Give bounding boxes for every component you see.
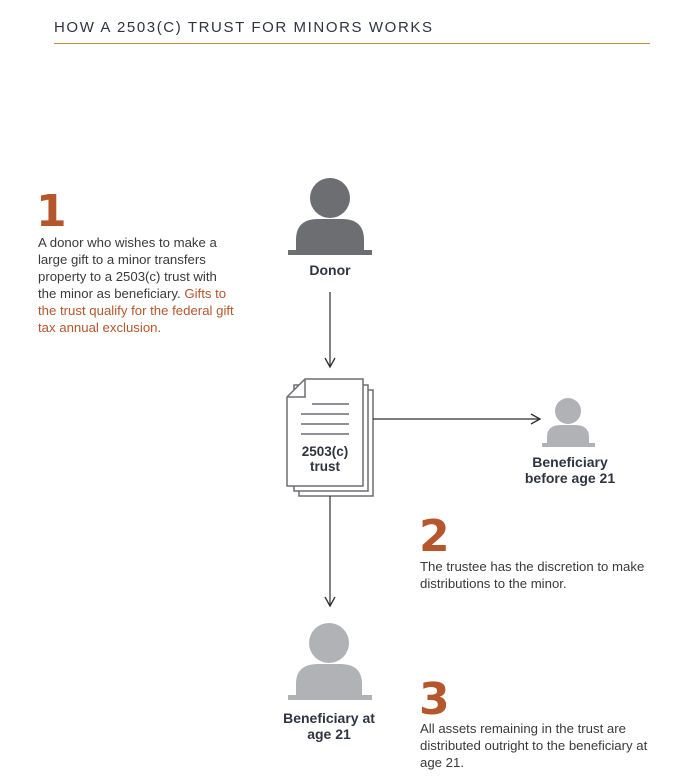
step-1-body: A donor who wishes to make a large gift … (38, 235, 217, 301)
document-lines (301, 403, 349, 435)
donor-label-text: Donor (309, 262, 351, 278)
step-3-number: 3 (419, 674, 450, 725)
step-1-text: A donor who wishes to make a large gift … (38, 234, 234, 336)
trust-label: 2503(c) trust (290, 444, 360, 474)
beneficiary-before-person-icon (542, 398, 595, 447)
step-2-number: 2 (419, 511, 450, 562)
beneficiary-at-label-line1: Beneficiary at (283, 710, 375, 726)
document-stack-icon (286, 378, 374, 497)
trust-label-line1: 2503(c) (301, 444, 349, 459)
donor-label: Donor (290, 262, 370, 278)
donor-person-icon (288, 178, 372, 255)
step-2-text: The trustee has the discretion to make d… (420, 559, 645, 591)
step-1-number: 1 (36, 186, 67, 237)
trust-label-line2: trust (310, 459, 340, 474)
beneficiary-before-label-line2: before age 21 (524, 470, 616, 486)
beneficiary-at-label: Beneficiary at age 21 (268, 710, 390, 742)
page-title: HOW A 2503(C) TRUST FOR MINORS WORKS (54, 19, 434, 36)
step-1-highlight: Gifts to the trust qualify for the feder… (38, 286, 234, 335)
beneficiary-at-label-line2: age 21 (307, 726, 351, 742)
beneficiary-at-person-icon (288, 623, 372, 700)
beneficiary-before-label: Beneficiary before age 21 (510, 454, 630, 486)
title-divider (54, 43, 650, 44)
step-3-text: All assets remaining in the trust are di… (420, 721, 648, 770)
beneficiary-before-label-line1: Beneficiary (532, 454, 608, 470)
